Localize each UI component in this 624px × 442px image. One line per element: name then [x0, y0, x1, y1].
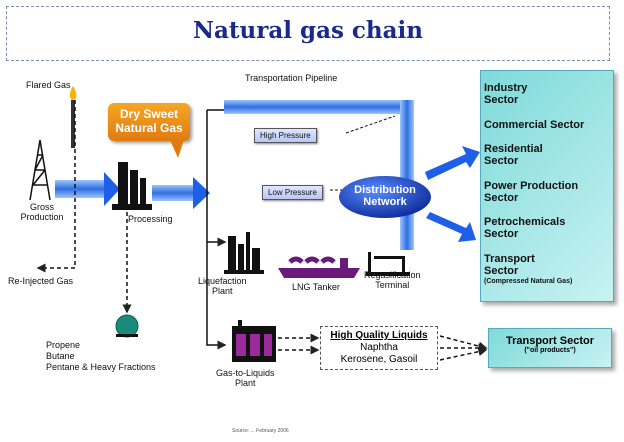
low-pressure-badge: Low Pressure: [262, 185, 323, 200]
transport-sector-title: Transport Sector: [505, 335, 595, 347]
reinjected-gas-label: Re-Injected Gas: [8, 276, 74, 286]
end-use-sectors-panel: [480, 70, 614, 302]
gtl-plant-icon: [232, 320, 276, 362]
title-box: Natural gas chain: [6, 6, 610, 61]
butane-label: Butane: [46, 351, 75, 361]
production-arrow: [55, 172, 120, 206]
regasification-terminal-label: Regasification Terminal: [364, 270, 421, 290]
dry-sweet-gas-callout: Dry Sweet Natural Gas: [108, 103, 190, 141]
flared-gas-label: Flared Gas: [26, 80, 71, 90]
derrick-icon: [29, 139, 51, 201]
flare-stack-icon: [69, 86, 77, 148]
pentane-label: Pentane & Heavy Fractions: [46, 362, 156, 372]
high-pressure-badge: High Pressure: [254, 128, 317, 143]
sector-commercial: Commercial Sector: [484, 119, 585, 131]
high-quality-liquids-box: High Quality Liquids Naphtha Kerosene, G…: [320, 326, 438, 370]
propene-label: Propene: [46, 340, 81, 350]
regasification-terminal-icon: [366, 252, 410, 276]
distribution-network-ellipse: [339, 176, 431, 218]
callout-pointer: [170, 140, 184, 158]
processing-arrow: [152, 177, 210, 209]
liquefaction-plant-label: Liquefaction Plant: [198, 276, 247, 296]
lng-tanker-label: LNG Tanker: [292, 282, 340, 292]
processing-plant-icon: [112, 162, 152, 210]
processing-label: Processing: [128, 214, 173, 224]
lng-tanker-icon: [278, 256, 360, 278]
distribution-network-label: Distribution Network: [354, 184, 416, 208]
hql-title: High Quality Liquids: [330, 330, 428, 341]
transport-sector-oil-products-box: Transport Sector ("oil products"): [488, 328, 612, 368]
liquefaction-plant-icon: [224, 232, 264, 274]
storage-sphere-icon: [115, 314, 139, 338]
transportation-pipeline-label: Transportation Pipeline: [245, 73, 338, 83]
transportation-pipeline: [224, 100, 414, 250]
gtl-plant-label: Gas-to-Liquids Plant: [216, 368, 275, 388]
source-footnote: Source: ... February 2006: [232, 428, 289, 434]
gross-production-label: Gross Production: [20, 202, 64, 222]
hql-kerosene-gasoil: Kerosene, Gasoil: [340, 354, 418, 365]
sector-arrows: [425, 146, 480, 242]
hql-naphtha: Naphtha: [360, 342, 398, 353]
diagram-title: Natural gas chain: [192, 17, 424, 44]
oil-products-note: ("oil products"): [524, 347, 576, 354]
